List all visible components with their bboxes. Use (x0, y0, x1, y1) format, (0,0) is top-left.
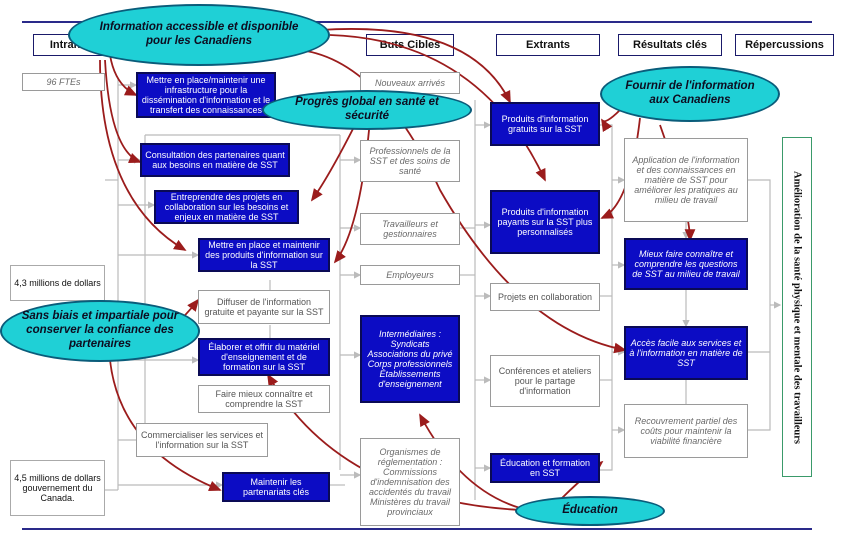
bottom-rule (22, 528, 812, 530)
callout-education: Éducation (515, 496, 665, 526)
result-application: Application de l'information et des conn… (624, 138, 748, 222)
callout-progres: Progrès global en santé et sécurité (262, 90, 472, 130)
output-gratuits: Produits d'information gratuits sur la S… (490, 102, 600, 146)
output-projets: Projets en collaboration (490, 283, 600, 311)
target-professionnels: Professionnels de la SST et des soins de… (360, 140, 460, 182)
activity-infrastructure: Mettre en place/maintenir une infrastruc… (136, 72, 276, 118)
callout-accessible: Information accessible et disponible pou… (68, 4, 330, 66)
output-conferences: Conférences et ateliers pour le partage … (490, 355, 600, 407)
input-ftes: 96 FTEs (22, 73, 105, 91)
header-repercussions: Répercussions (735, 34, 834, 56)
activity-partenariats: Maintenir les partenariats clés (222, 472, 330, 502)
activity-commercialiser: Commercialiser les services et l'informa… (136, 423, 268, 457)
output-education: Éducation et formation en SST (490, 453, 600, 483)
activity-projets: Entreprendre des projets en collaboratio… (154, 190, 299, 224)
activity-faire-connaitre: Faire mieux connaître et comprendre la S… (198, 385, 330, 413)
activity-diffuser: Diffuser de l'information gratuite et pa… (198, 290, 330, 324)
target-intermediaires: Intermédiaires : Syndicats Associations … (360, 315, 460, 403)
target-employeurs: Employeurs (360, 265, 460, 285)
result-acces: Accès facile aux services et à l'informa… (624, 326, 748, 380)
callout-fournir: Fournir de l'information aux Canadiens (600, 66, 780, 122)
callout-sans-biais: Sans biais et impartiale pour conserver … (0, 300, 200, 362)
input-dollars-1: 4,3 millions de dollars (10, 265, 105, 301)
result-recouvrement: Recouvrement partiel des coûts pour main… (624, 404, 748, 458)
target-organismes: Organismes de réglementation : Commissio… (360, 438, 460, 526)
activity-consultation: Consultation des partenaires quant aux b… (140, 143, 290, 177)
repercussion-box: Amélioration de la santé physique et men… (782, 137, 812, 477)
output-payants: Produits d'information payants sur la SS… (490, 190, 600, 254)
result-mieux: Mieux faire connaître et comprendre les … (624, 238, 748, 290)
activity-produits: Mettre en place et maintenir des produit… (198, 238, 330, 272)
top-rule (22, 21, 812, 23)
header-extrants: Extrants (496, 34, 600, 56)
repercussion-text: Amélioration de la santé physique et men… (791, 170, 803, 444)
activity-materiel: Élaborer et offrir du matériel d'enseign… (198, 338, 330, 376)
input-dollars-2: 4,5 millions de dollars gouvernement du … (10, 460, 105, 516)
target-travailleurs: Travailleurs et gestionnaires (360, 213, 460, 245)
header-resultats: Résultats clés (618, 34, 722, 56)
